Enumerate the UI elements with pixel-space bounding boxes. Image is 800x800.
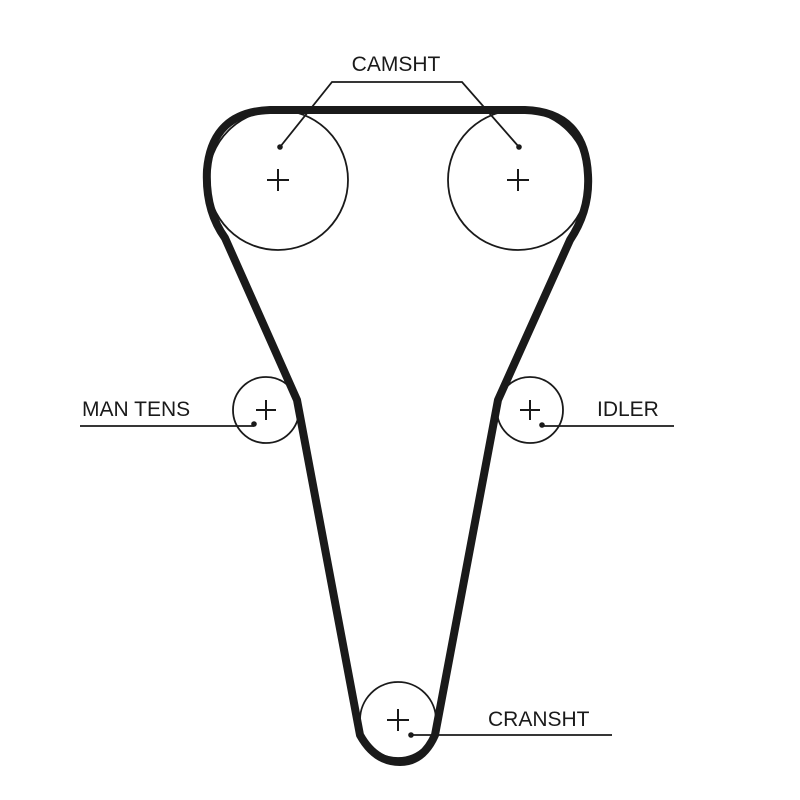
camshaft-right-center-mark (507, 169, 529, 191)
manual-tensioner-label: MAN TENS (82, 398, 190, 421)
camshaft-leader-line (279, 81, 520, 148)
crankshaft-label: CRANSHT (488, 708, 590, 731)
idler-label: IDLER (597, 398, 659, 421)
timing-belt (202, 106, 593, 766)
tensioner-center-mark (256, 400, 276, 420)
camshaft-left-center-mark (267, 169, 289, 191)
camshaft-label: CAMSHT (352, 53, 441, 76)
idler-timing-dot (539, 422, 545, 428)
crankshaft-center-mark (387, 709, 409, 731)
idler-center-mark (520, 400, 540, 420)
